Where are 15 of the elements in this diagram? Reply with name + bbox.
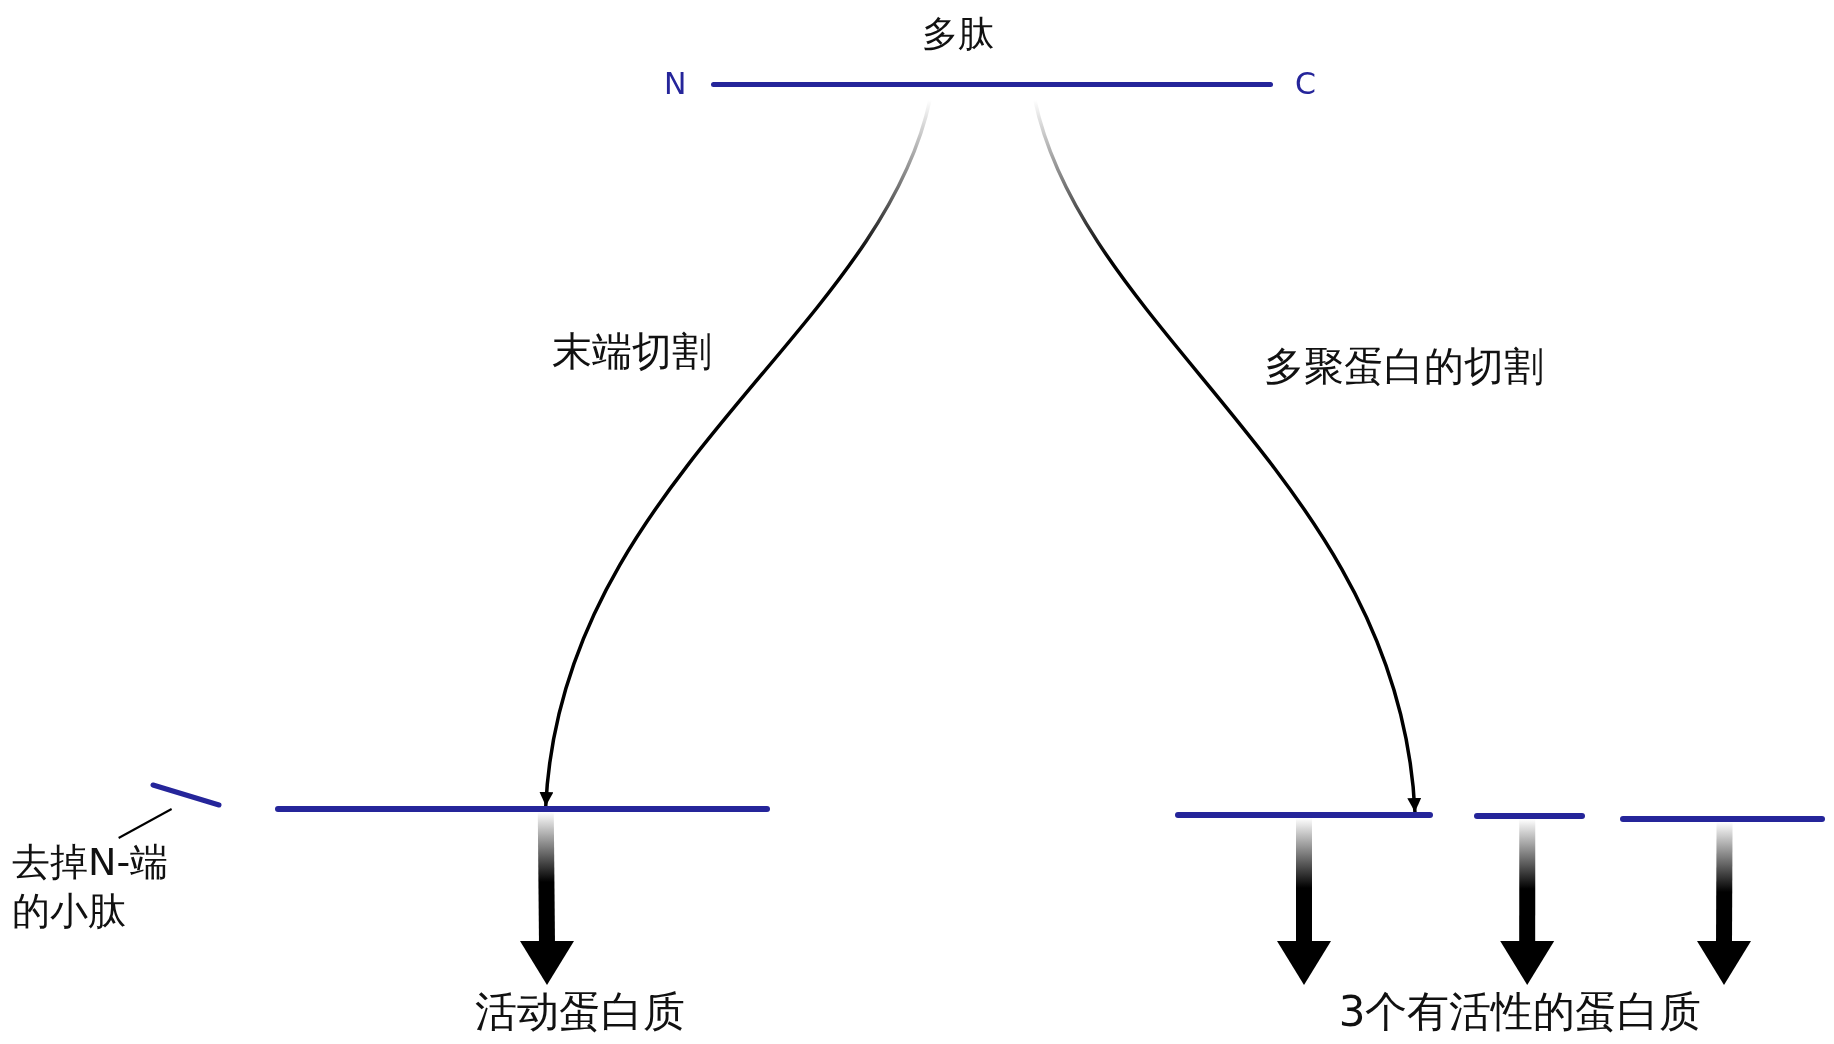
protein-bar bbox=[275, 806, 770, 812]
block-arrow bbox=[1697, 821, 1751, 985]
block-arrow bbox=[1277, 818, 1331, 985]
block-arrow bbox=[520, 811, 574, 985]
chain-label: 多肽 bbox=[922, 12, 994, 56]
leader-line bbox=[117, 808, 173, 839]
protein-bar bbox=[1474, 813, 1585, 819]
terminus-label: N bbox=[664, 67, 687, 101]
caption-text: 3个有活性的蛋白质 bbox=[1337, 986, 1703, 1038]
protein-bar bbox=[1175, 812, 1433, 818]
block-arrow bbox=[1500, 819, 1555, 985]
protein-bar bbox=[1620, 816, 1825, 822]
terminus-label: C bbox=[1295, 67, 1316, 101]
caption-text: 去掉N-端的小肽 bbox=[12, 839, 170, 936]
caption-text: 活动蛋白质 bbox=[474, 986, 686, 1038]
